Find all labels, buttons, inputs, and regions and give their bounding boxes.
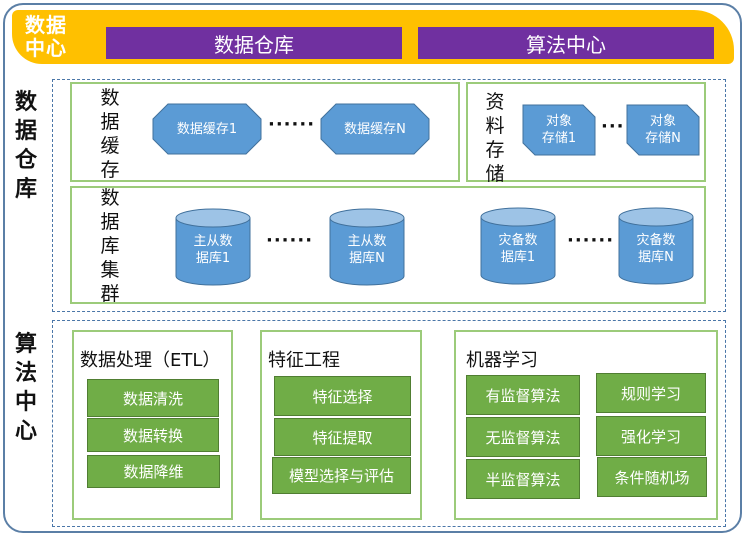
label-char: 据 [100,111,120,133]
cache-ellipsis: ······ [268,114,316,135]
master-db-1-line2: 据库1 [195,251,231,266]
side-char: 法 [14,361,37,386]
label-char: 存 [485,139,505,161]
master-db-n-line1: 主从数 [347,234,387,249]
side-char: 仓 [14,148,37,173]
storage-node-1: 对象存储1 [522,104,596,156]
label-char: 库 [100,235,120,257]
storage-node-n-shape [626,104,700,156]
tab-algorithm-center[interactable]: 算法中心 [418,27,714,59]
banner-title-line2: 中心 [25,36,67,60]
side-char: 中 [14,390,37,415]
backup-db-1-shape [480,207,556,285]
label-char: 集 [100,259,120,281]
backup-db-n-line2: 据库N [638,250,674,265]
backup-db-n: 灾备数据库N [618,221,694,277]
warehouse-region [52,79,726,312]
label-char: 据 [100,211,120,233]
master-ellipsis: ······ [266,230,314,251]
cache-node-1: 数据缓存1 [176,121,238,137]
backup-db-1: 灾备数据库1 [480,221,556,277]
etl-item: 数据转换 [87,418,219,452]
label-char: 料 [485,115,505,137]
backup-db-n-line1: 灾备数 [636,233,676,248]
master-db-1: 主从数据库1 [175,222,251,278]
label-char: 群 [100,283,120,305]
storage-node-1-shape [522,104,596,156]
ml-item-left: 有监督算法 [466,375,580,415]
master-db-n-line2: 据库N [349,251,385,266]
master-db-n-shape [329,208,405,286]
master-db-1-shape [175,208,251,286]
ml-item-right: 强化学习 [596,416,706,456]
storage-node-n: 对象存储N [626,104,700,156]
cache-node-n: 数据缓存N [344,121,406,137]
warehouse-side-label: 数 据 仓 库 [12,88,40,204]
side-char: 据 [14,119,37,144]
label-char: 储 [485,163,505,185]
cache-label: 数 据 缓 存 [98,86,122,182]
ml-item-left: 无监督算法 [466,417,580,457]
label-char: 资 [485,91,505,113]
label-char: 数 [100,187,120,209]
side-char: 心 [14,419,37,444]
backup-db-n-shape [618,207,694,285]
ml-title: 机器学习 [466,350,538,371]
storage-node-n-line2: 存储N [645,131,681,146]
storage-node-n-line1: 对象 [649,114,676,129]
banner-title: 数据 中心 [18,14,74,62]
side-char: 算 [14,332,37,357]
diagram-frame [3,3,742,533]
backup-ellipsis: ······ [567,230,615,251]
banner-title-line1: 数据 [25,13,67,37]
algorithm-region [52,320,726,527]
algorithm-side-label: 算 法 中 心 [12,330,40,446]
backup-db-1-line2: 据库1 [500,250,536,265]
master-db-1-line1: 主从数 [193,234,233,249]
feature-item: 特征提取 [274,418,411,456]
backup-db-1-line1: 灾备数 [498,233,538,248]
tab-data-warehouse[interactable]: 数据仓库 [106,27,402,59]
master-db-n: 主从数据库N [329,222,405,278]
cache-node-1-shape [152,103,262,155]
cache-node-n-shape [320,103,430,155]
etl-item: 数据清洗 [87,379,219,417]
cluster-label: 数 据 库 集 群 [98,186,122,306]
ml-item-right: 条件随机场 [597,457,707,497]
etl-item: 数据降维 [87,455,220,488]
feature-title: 特征工程 [268,350,340,371]
storage-node-1-line1: 对象 [545,114,572,129]
label-char: 缓 [100,135,120,157]
storage-node-1-line2: 存储1 [541,131,577,146]
etl-title: 数据处理（ETL） [80,350,221,371]
ml-item-right: 规则学习 [596,373,706,413]
storage-ellipsis: ··· [601,116,625,137]
ml-item-left: 半监督算法 [466,459,580,499]
side-char: 数 [14,90,37,115]
feature-item: 模型选择与评估 [272,457,411,494]
label-char: 存 [100,159,120,181]
feature-item: 特征选择 [274,376,411,416]
storage-label: 资 料 存 储 [483,90,507,186]
side-char: 库 [14,177,37,202]
label-char: 数 [100,87,120,109]
